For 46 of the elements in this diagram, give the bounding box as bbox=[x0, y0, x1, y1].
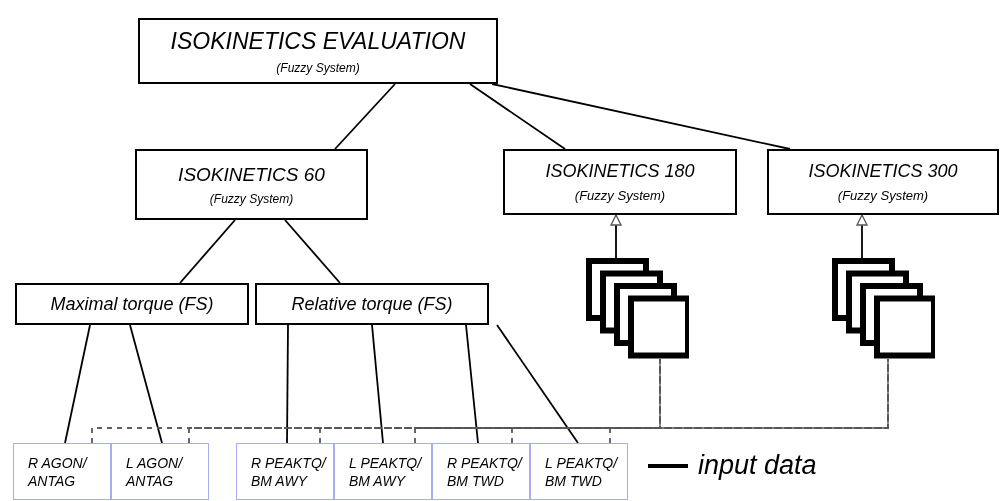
box-title: R PEAKTQ/ BM AWY bbox=[251, 454, 328, 491]
box-title: L PEAKTQ/ BM AWY bbox=[349, 454, 424, 491]
fuzzy-system-box bbox=[767, 149, 999, 215]
dashed-connector bbox=[609, 358, 889, 444]
connector-line bbox=[64, 324, 91, 444]
connector-line bbox=[284, 219, 341, 284]
stacked-squares-icon bbox=[586, 258, 689, 359]
box-title: ISOKINETICS 60 bbox=[178, 163, 325, 186]
connector-line bbox=[491, 83, 791, 150]
stacked-squares-icon bbox=[832, 258, 935, 359]
connector-line bbox=[371, 324, 384, 444]
connector-line bbox=[286, 324, 289, 444]
input-data-box bbox=[530, 443, 628, 500]
input-data-box bbox=[236, 443, 334, 500]
input-data-box bbox=[334, 443, 432, 500]
fuzzy-system-box bbox=[255, 283, 489, 325]
input-data-box bbox=[111, 443, 209, 500]
box-title: L PEAKTQ/ BM TWD bbox=[545, 454, 620, 491]
box-title: ISOKINETICS EVALUATION bbox=[170, 27, 466, 55]
connector-line bbox=[469, 83, 566, 150]
fuzzy-system-box bbox=[135, 149, 368, 220]
legend-label: input data bbox=[698, 450, 817, 481]
fuzzy-system-box bbox=[503, 149, 737, 215]
box-title: R PEAKTQ/ BM TWD bbox=[447, 454, 524, 491]
dashed-connector bbox=[414, 358, 889, 444]
arrow bbox=[856, 214, 868, 259]
input-data-box bbox=[13, 443, 111, 500]
box-subtitle: (Fuzzy System) bbox=[837, 188, 929, 203]
connector-line bbox=[496, 324, 579, 444]
fuzzy-system-box bbox=[138, 18, 498, 84]
connector-line bbox=[465, 324, 479, 444]
box-subtitle: (Fuzzy System) bbox=[276, 60, 360, 75]
connector-line bbox=[129, 324, 163, 444]
box-subtitle: (Fuzzy System) bbox=[209, 191, 294, 206]
connector-line bbox=[179, 219, 236, 284]
connector-line bbox=[334, 83, 396, 150]
box-title: ISOKINETICS 300 bbox=[808, 161, 958, 182]
box-subtitle: (Fuzzy System) bbox=[574, 188, 666, 203]
box-title: Maximal torque (FS) bbox=[50, 293, 214, 315]
box-title: Relative torque (FS) bbox=[291, 293, 453, 315]
input-data-box bbox=[432, 443, 530, 500]
arrow bbox=[610, 214, 622, 259]
box-title: ISOKINETICS 180 bbox=[545, 161, 695, 182]
fuzzy-system-box bbox=[15, 283, 249, 325]
box-title: L AGON/ ANTAG bbox=[126, 454, 185, 491]
box-title: R AGON/ ANTAG bbox=[28, 454, 89, 491]
